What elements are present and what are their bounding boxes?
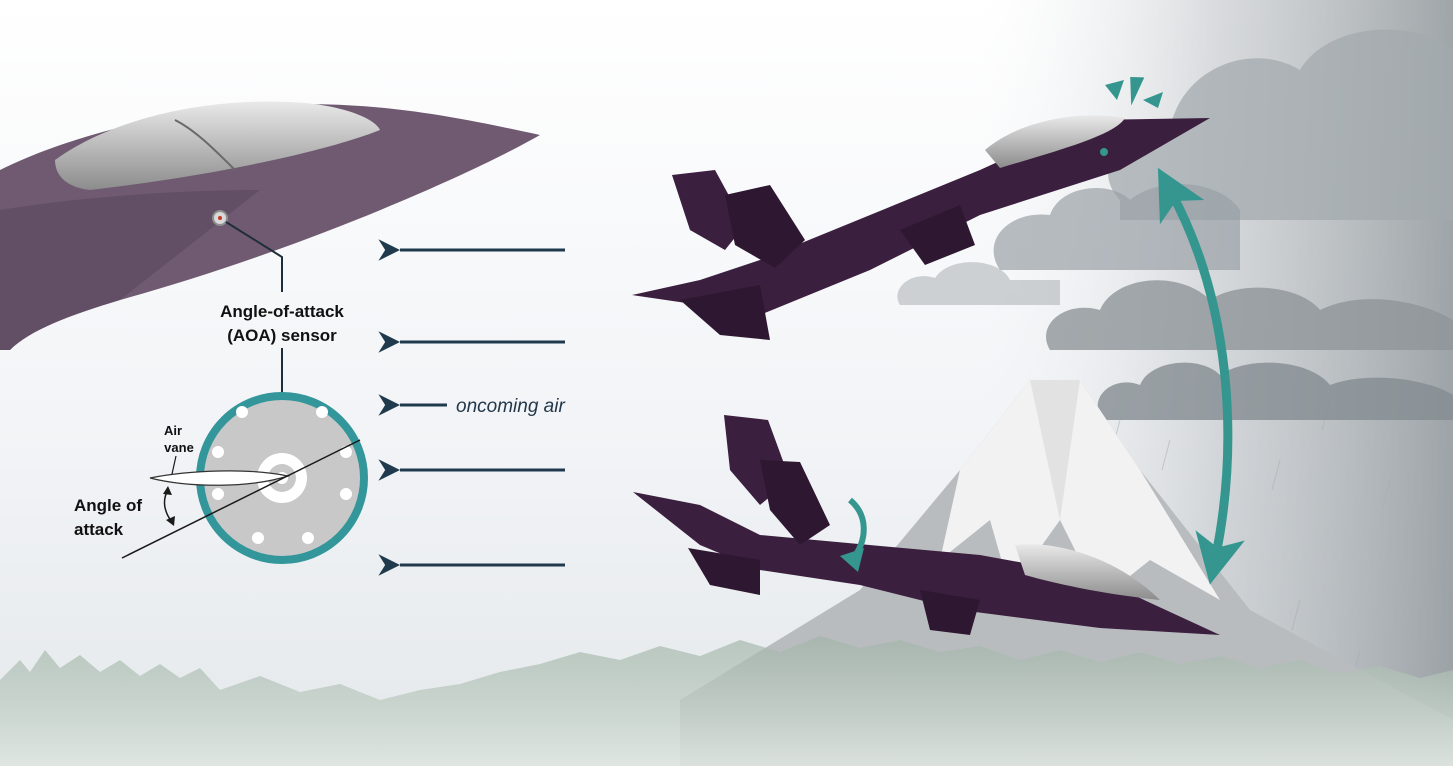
air-vane-label-line2: vane [164, 440, 194, 455]
upper-aircraft [632, 115, 1210, 340]
alert-burst-icon [1105, 76, 1163, 108]
double-arrow-icon [1157, 167, 1245, 585]
sensor-label-line2: (AOA) sensor [227, 326, 337, 345]
aoa-label-line1: Angle of [74, 496, 142, 515]
tree-line [0, 636, 1453, 766]
aoa-label-line2: attack [74, 520, 124, 539]
sensor-leader-line [225, 221, 283, 292]
lower-canopy [1015, 544, 1160, 600]
air-vane-pointer [171, 455, 177, 475]
sensor-label-line1: Angle-of-attack [220, 302, 344, 321]
closeup-canopy [55, 101, 380, 190]
aoa-sensor-disc [121, 392, 368, 564]
closeup-aircraft [0, 101, 540, 350]
lower-aircraft [633, 415, 1220, 635]
upper-canopy [985, 115, 1125, 168]
oncoming-air-label: oncoming air [456, 396, 565, 417]
air-vane-label-line1: Air [164, 423, 182, 438]
angle-reference-line [121, 439, 361, 559]
oncoming-air-arrows [378, 239, 565, 576]
